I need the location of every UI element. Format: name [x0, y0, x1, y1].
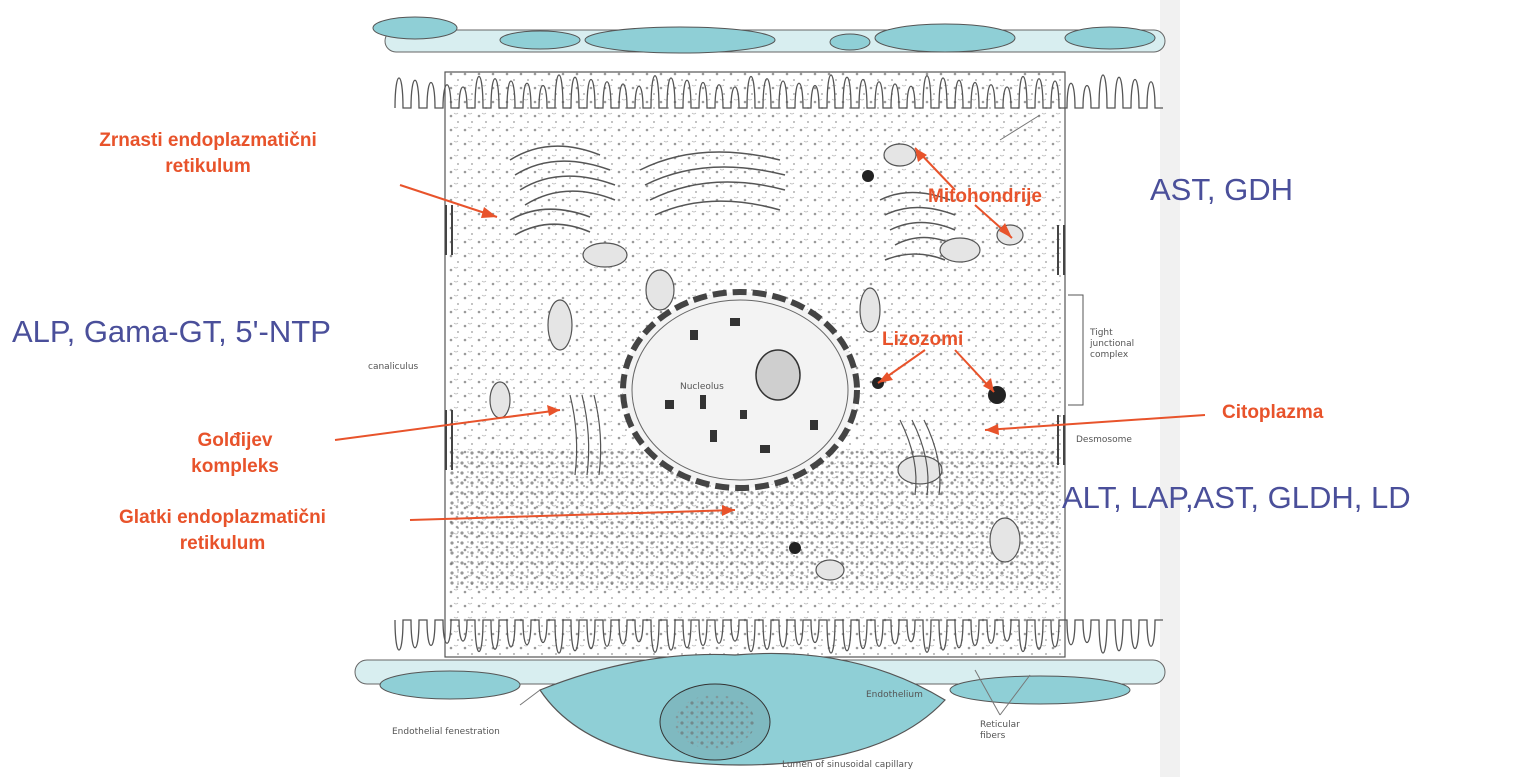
enzymes-cytoplasm: ALT, LAP,AST, GLDH, LD [1062, 480, 1411, 516]
label-lysosomes: Lizozomi [882, 327, 963, 353]
enzymes-membrane: ALP, Gama-GT, 5'-NTP [12, 314, 331, 350]
bottom-endothelium [355, 653, 1165, 765]
tight-junction-bracket [1068, 295, 1083, 405]
label-endothelial-fenestration: Endothelial fenestration [392, 727, 500, 738]
nucleus [623, 292, 857, 488]
label-lumen: Lumen of sinusoidal capillary [782, 760, 913, 771]
label-canaliculus: canaliculus [368, 362, 418, 373]
label-smooth-er: Glatki endoplazmatični retikulum [40, 505, 405, 556]
label-endothelium: Endothelium [866, 690, 923, 701]
label-golgi: Golđijev kompleks [135, 428, 335, 479]
label-mitochondria: Mitohondrije [928, 184, 1042, 210]
label-tight-junction: Tight junctional complex [1090, 328, 1134, 360]
enzymes-mitochondria: AST, GDH [1150, 172, 1293, 208]
label-rough-er: Zrnasti endoplazmatični retikulum [28, 128, 388, 179]
page-edge [1160, 0, 1180, 777]
label-reticular-fibers: Reticular fibers [980, 720, 1020, 742]
label-nucleolus: Nucleolus [680, 382, 724, 393]
label-desmosome: Desmosome [1076, 435, 1132, 446]
label-cytoplasm: Citoplazma [1222, 400, 1323, 426]
top-endothelium [373, 17, 1165, 53]
